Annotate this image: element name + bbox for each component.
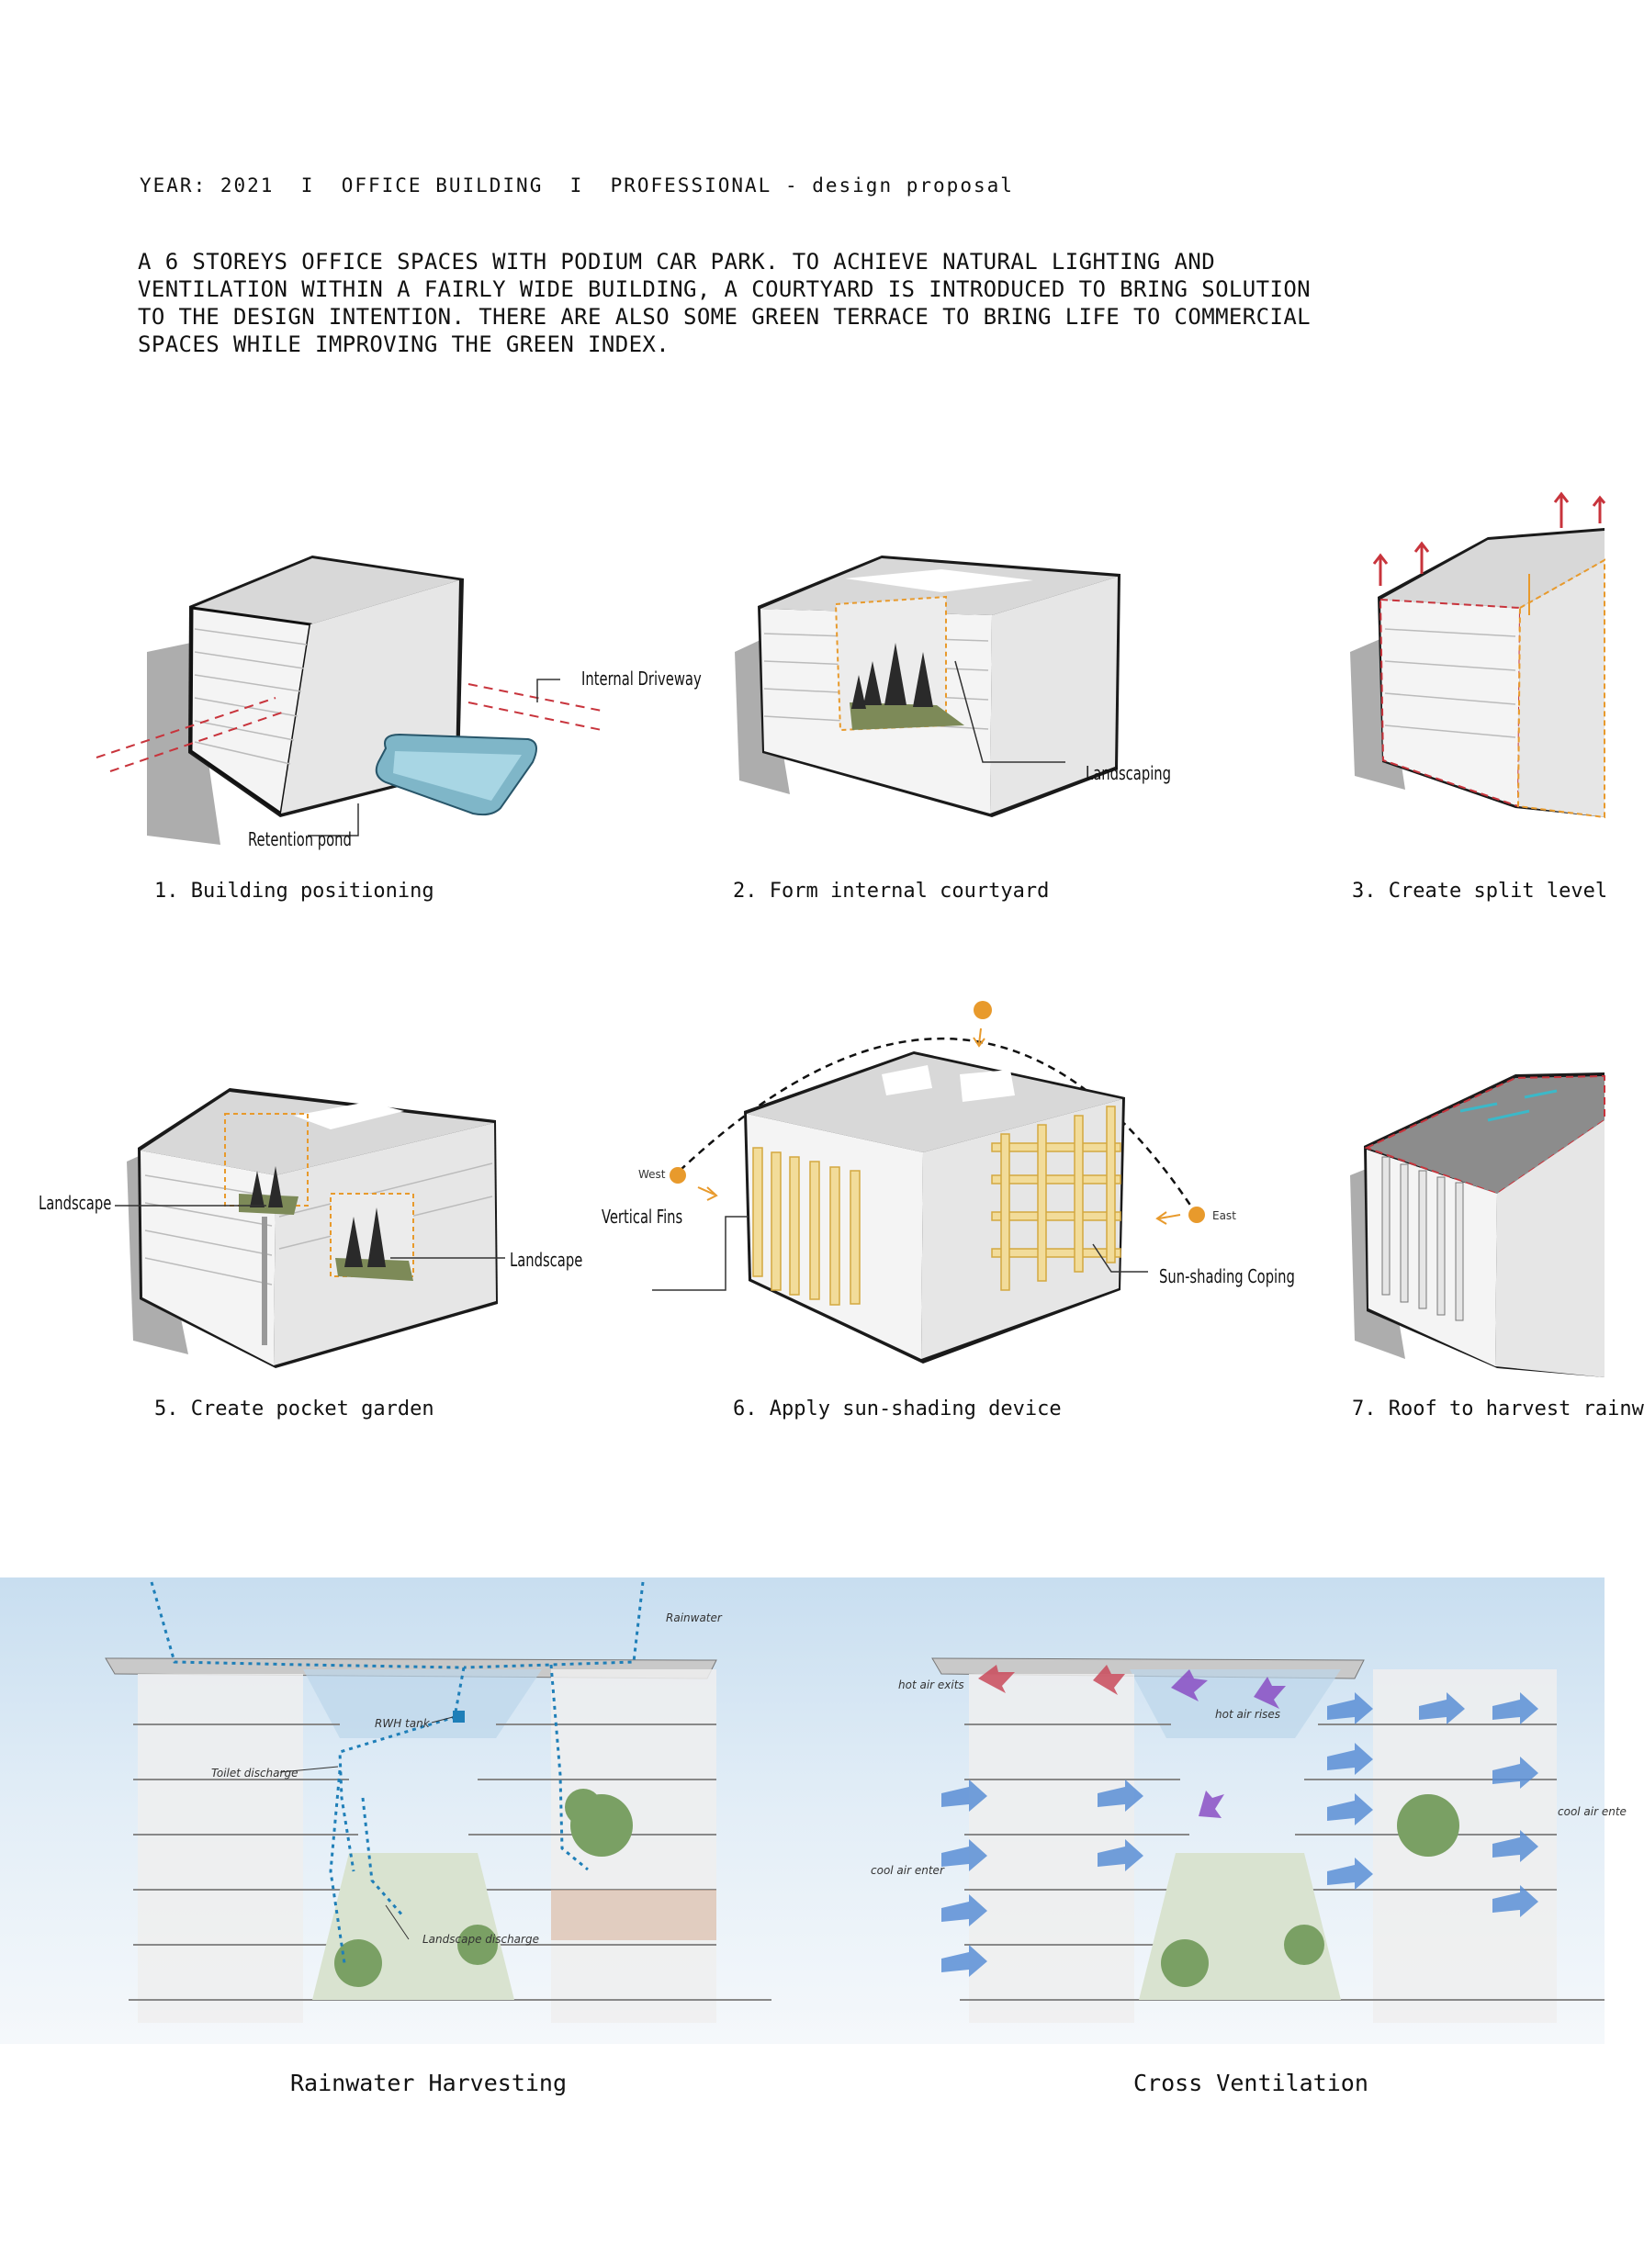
section-rainwater [0, 1577, 831, 2044]
ventilation-section-drawing [831, 1577, 1605, 2044]
meta-separator: I [569, 174, 584, 196]
label-sun-shading-coping: Sun-shading Coping [1159, 1265, 1295, 1287]
diagram-building-positioning [96, 556, 607, 845]
diagram-form-courtyard [735, 556, 1120, 817]
step-caption: 6. Apply sun-shading device [733, 1398, 1062, 1420]
project-year: YEAR: 2021 [140, 174, 275, 196]
label-landscape-left: Landscape [39, 1192, 112, 1214]
label-rainwater: Rainwater [666, 1611, 722, 1624]
label-internal-driveway: Internal Driveway [581, 668, 702, 690]
label-hot-air-exits: hot air exits [898, 1679, 964, 1691]
project-description: A 6 STOREYS OFFICE SPACES WITH PODIUM CA… [138, 249, 1312, 357]
project-type: OFFICE BUILDING [341, 174, 544, 196]
label-cool-air-enter-right: cool air ente [1558, 1805, 1627, 1818]
label-west: West [638, 1168, 666, 1181]
step-caption: 5. Create pocket garden [154, 1398, 434, 1420]
label-landscape-discharge: Landscape discharge [422, 1933, 539, 1946]
diagram-roof-rainwater [1350, 1072, 1605, 1377]
leader-lines [115, 1205, 505, 1259]
label-retention-pond: Retention pond [248, 828, 352, 850]
label-east: East [1212, 1209, 1236, 1222]
diagram-split-level [1350, 491, 1606, 819]
label-cool-air-enter-left: cool air enter [871, 1864, 944, 1877]
project-meta: YEAR: 2021 I OFFICE BUILDING I PROFESSIO… [140, 174, 1014, 196]
label-landscape-right: Landscape [510, 1249, 583, 1271]
label-rwh-tank: RWH tank [375, 1717, 430, 1730]
diagram-sun-shading [652, 1001, 1205, 1364]
step-caption: 3. Create split level [1352, 880, 1608, 903]
rainwater-section-drawing [0, 1577, 831, 2044]
section-ventilation [831, 1577, 1605, 2044]
label-hot-air-rises: hot air rises [1215, 1708, 1281, 1721]
meta-separator: I [300, 174, 315, 196]
section-caption: Rainwater Harvesting [290, 2070, 568, 2096]
section-caption: Cross Ventilation [1133, 2070, 1368, 2096]
step-caption: 2. Form internal courtyard [733, 880, 1050, 903]
label-landscaping: Landscaping [1086, 762, 1172, 784]
step-caption: 1. Building positioning [154, 880, 434, 903]
label-toilet-discharge: Toilet discharge [211, 1767, 298, 1780]
step-caption: 7. Roof to harvest rainw [1352, 1398, 1644, 1420]
project-category: PROFESSIONAL - design proposal [610, 174, 1014, 196]
diagram-pocket-garden [127, 1088, 498, 1368]
label-vertical-fins: Vertical Fins [602, 1206, 683, 1228]
